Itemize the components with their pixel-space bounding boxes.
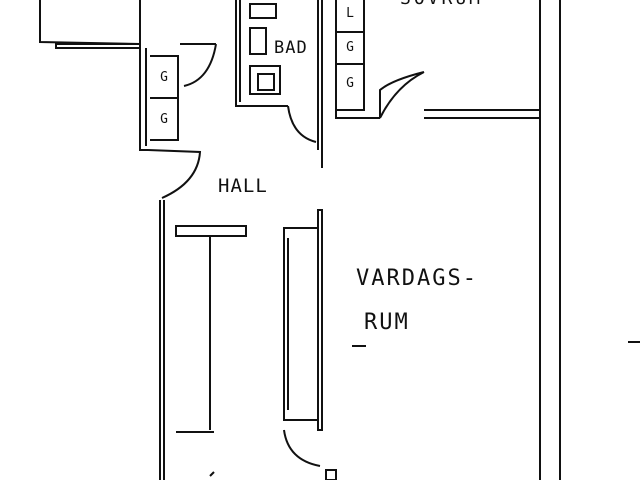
door-bad [287,105,317,143]
fixture-bad-top [249,3,277,19]
room-label-top-partial: SOVRUM [400,0,483,9]
closet-code-right-l: L [346,6,354,21]
wall-top-left-room-bottom [55,43,141,49]
closet-right-frame [335,0,365,111]
door-living-bottom [283,429,321,467]
room-label-hall: HALL [218,175,268,197]
door-hall-top [180,43,217,87]
door-jamb-bottom [325,469,337,480]
closet-code-left-lower: G [160,112,168,127]
room-label-vardagsrum-line1: VARDAGS- [356,266,478,291]
fixture-toilet [249,27,267,55]
wall-top-right-bottom [424,109,541,119]
wall-bad-outer [235,0,288,107]
wall-top-left-room [39,0,141,46]
fixture-sink [249,65,281,95]
tick-bottom [209,471,215,477]
closet-code-right-g1: G [346,40,354,55]
closet-code-right-g2: G [346,76,354,91]
fixture-sink-inner [257,73,275,91]
room-label-vardagsrum-line2: RUM [364,310,410,335]
door-hall [147,149,202,199]
door-top-right [379,71,425,119]
room-label-bad: BAD [274,38,308,58]
closet-code-left-upper: G [160,70,168,85]
wall-top-right-room [335,110,380,119]
shelf-top [175,225,247,237]
wall-hall-upper-left [139,48,148,151]
cabinet-tall [283,227,319,421]
